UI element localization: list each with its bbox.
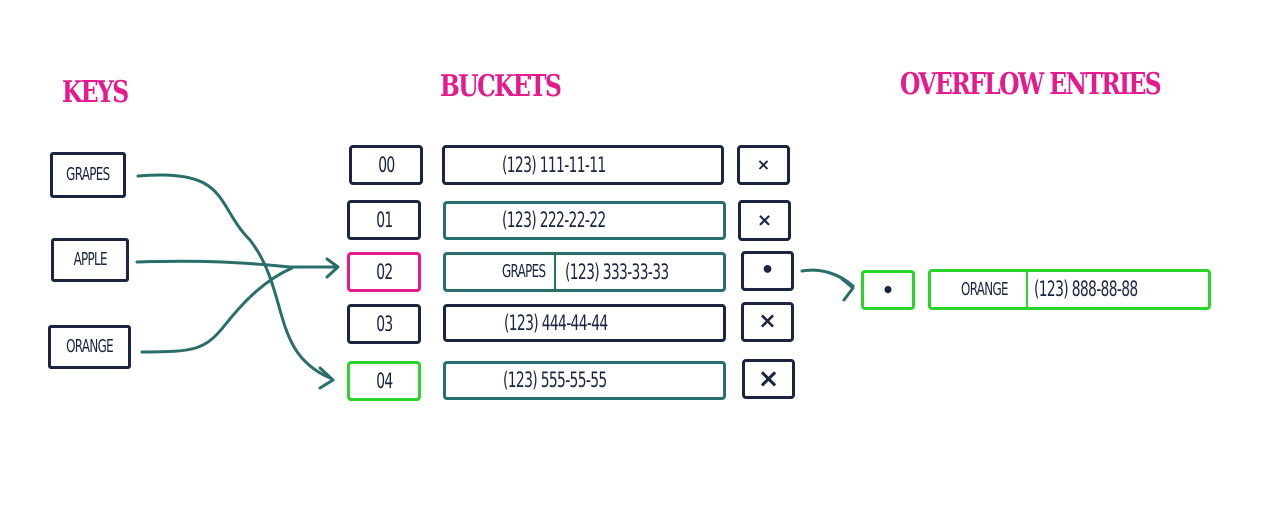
bucket-index-label: 00 [377,152,395,177]
entry-divider [554,252,556,292]
key-label: ORANGE [66,336,114,357]
phone-number: (123) 555-55-55 [503,368,607,392]
key-grapes: GRAPES [50,152,126,198]
bucket-index-label: 02 [375,259,393,284]
connector-grapes-to-04 [136,173,332,380]
arrowhead-02 [325,257,340,279]
key-label: GRAPES [66,164,110,185]
phone-number: (123) 333-33-33 [565,259,669,284]
bucket-value-00: (123) 111-11-11 [442,145,724,185]
null-pointer-icon: × [757,364,780,394]
phone-number: (123) 444-44-44 [504,310,608,335]
overflow-entries-heading: OVERFLOW ENTRIES [900,67,1162,102]
bucket-value-04: (123) 555-55-55 [443,361,726,400]
key-label: APPLE [73,249,107,270]
bucket-index-label: 01 [375,207,393,232]
bucket-index-04: 04 [347,361,421,401]
bucket-index-02: 02 [347,252,421,292]
arrowhead-04 [318,366,335,390]
bucket-pointer-01: × [738,200,791,241]
pointer-dot-icon: • [760,258,775,283]
bucket-index-label: 03 [375,311,393,336]
null-pointer-icon: × [758,309,777,334]
bucket-index-00: 00 [349,145,423,185]
bucket-pointer-04: × [742,359,795,399]
phone-number: (123) 111-11-11 [502,152,606,177]
bucket-pointer-00: × [737,145,790,185]
phone-number: (123) 222-22-22 [502,208,606,232]
bucket-index-label: 04 [375,368,393,393]
key-orange: ORANGE [48,325,131,369]
keys-heading: KEYS [62,75,129,110]
overflow-pointer: • [861,270,915,310]
bucket-value-03: (123) 444-44-44 [443,304,726,342]
entry-key: GRAPES [502,261,546,282]
buckets-heading: BUCKETS [440,69,562,104]
null-pointer-icon: × [756,155,771,174]
phone-number: (123) 888-88-88 [1034,277,1138,301]
pointer-dot-icon: • [881,278,895,302]
entry-key: ORANGE [961,278,1009,300]
connector-apple-to-02 [135,259,337,269]
arrowhead-overflow [840,277,855,302]
connector-orange-to-02 [140,266,294,354]
bucket-pointer-02: • [741,251,794,291]
bucket-index-03: 03 [347,304,421,344]
bucket-value-02: GRAPES (123) 333-33-33 [443,252,726,292]
bucket-pointer-03: × [741,302,794,342]
bucket-value-01: (123) 222-22-22 [443,201,726,240]
bucket-index-01: 01 [347,200,421,240]
null-pointer-icon: × [756,209,773,231]
entry-divider [1026,269,1028,310]
key-apple: APPLE [51,238,129,282]
overflow-entry: ORANGE (123) 888-88-88 [928,269,1211,310]
